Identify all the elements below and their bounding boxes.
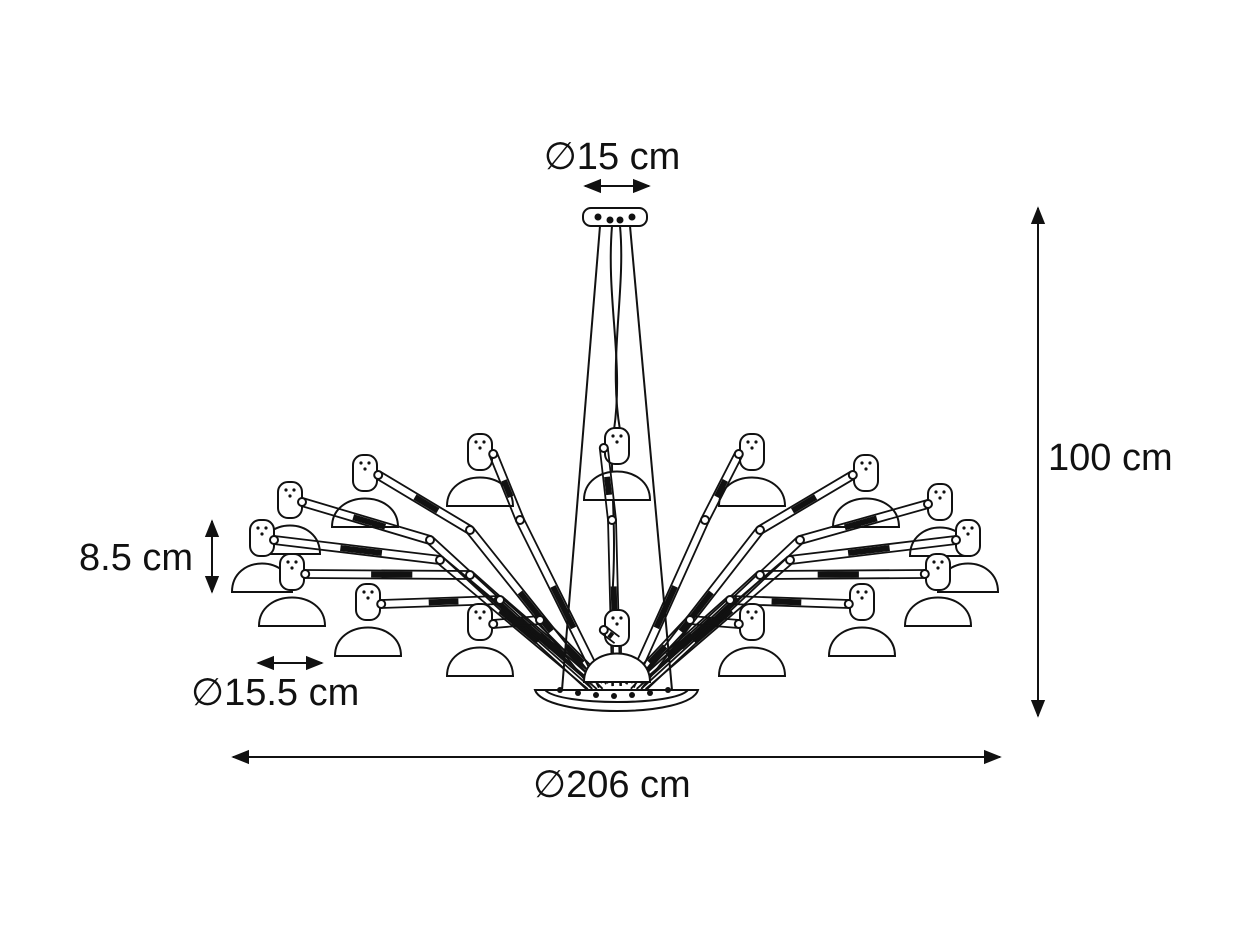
lamp-arm <box>757 470 858 535</box>
lamp-unit <box>635 553 973 690</box>
lamp-shade <box>903 553 973 627</box>
shade-diameter-label: ∅15.5 cm <box>191 672 359 714</box>
lamp-arm <box>488 449 525 522</box>
lamp-unit <box>330 454 599 690</box>
lamp-arm <box>700 449 744 523</box>
lamp-shade <box>333 583 403 657</box>
lamp-arm <box>269 535 441 565</box>
lamp-unit <box>582 609 652 686</box>
lamp-arm <box>689 615 744 629</box>
base-ring <box>533 687 700 712</box>
lamp-arm <box>495 595 603 690</box>
lamp-arm <box>789 535 961 565</box>
lamp-shade <box>582 427 652 501</box>
lamp-shade <box>827 583 897 657</box>
lamp-arm <box>759 569 930 580</box>
lamp-unit <box>639 519 1000 690</box>
lamp-unit <box>641 483 972 690</box>
lamp-arm <box>373 470 473 535</box>
lamp-unit <box>258 481 593 690</box>
lamp-arms-group <box>230 427 1000 690</box>
lamp-unit <box>257 553 599 690</box>
lamp-unit <box>634 454 901 690</box>
total-height-label: 100 cm <box>1048 437 1173 479</box>
lamp-arm <box>488 615 541 629</box>
lamp-unit <box>445 433 607 689</box>
lamp-shade <box>717 433 787 507</box>
dimension-lines <box>204 178 1046 765</box>
lamp-shade <box>445 433 515 507</box>
total-diameter-label: ∅206 cm <box>533 764 691 806</box>
lamp-arm <box>297 497 432 545</box>
lamp-shade <box>445 603 515 677</box>
lamp-unit <box>582 427 652 687</box>
canopy-diameter-label: ∅15 cm <box>544 136 681 178</box>
lamp-shade <box>582 609 652 683</box>
lamp-arm <box>598 443 617 521</box>
canopy <box>582 207 648 227</box>
lamp-arm <box>798 499 933 545</box>
lamp-arm <box>300 569 471 580</box>
lamp-shade <box>936 519 1000 593</box>
lamp-arm <box>598 625 620 644</box>
lamp-shade <box>831 454 901 528</box>
lamp-unit <box>630 583 897 690</box>
lamp-shade <box>717 603 787 677</box>
shade-height-label: 8.5 cm <box>79 537 193 579</box>
